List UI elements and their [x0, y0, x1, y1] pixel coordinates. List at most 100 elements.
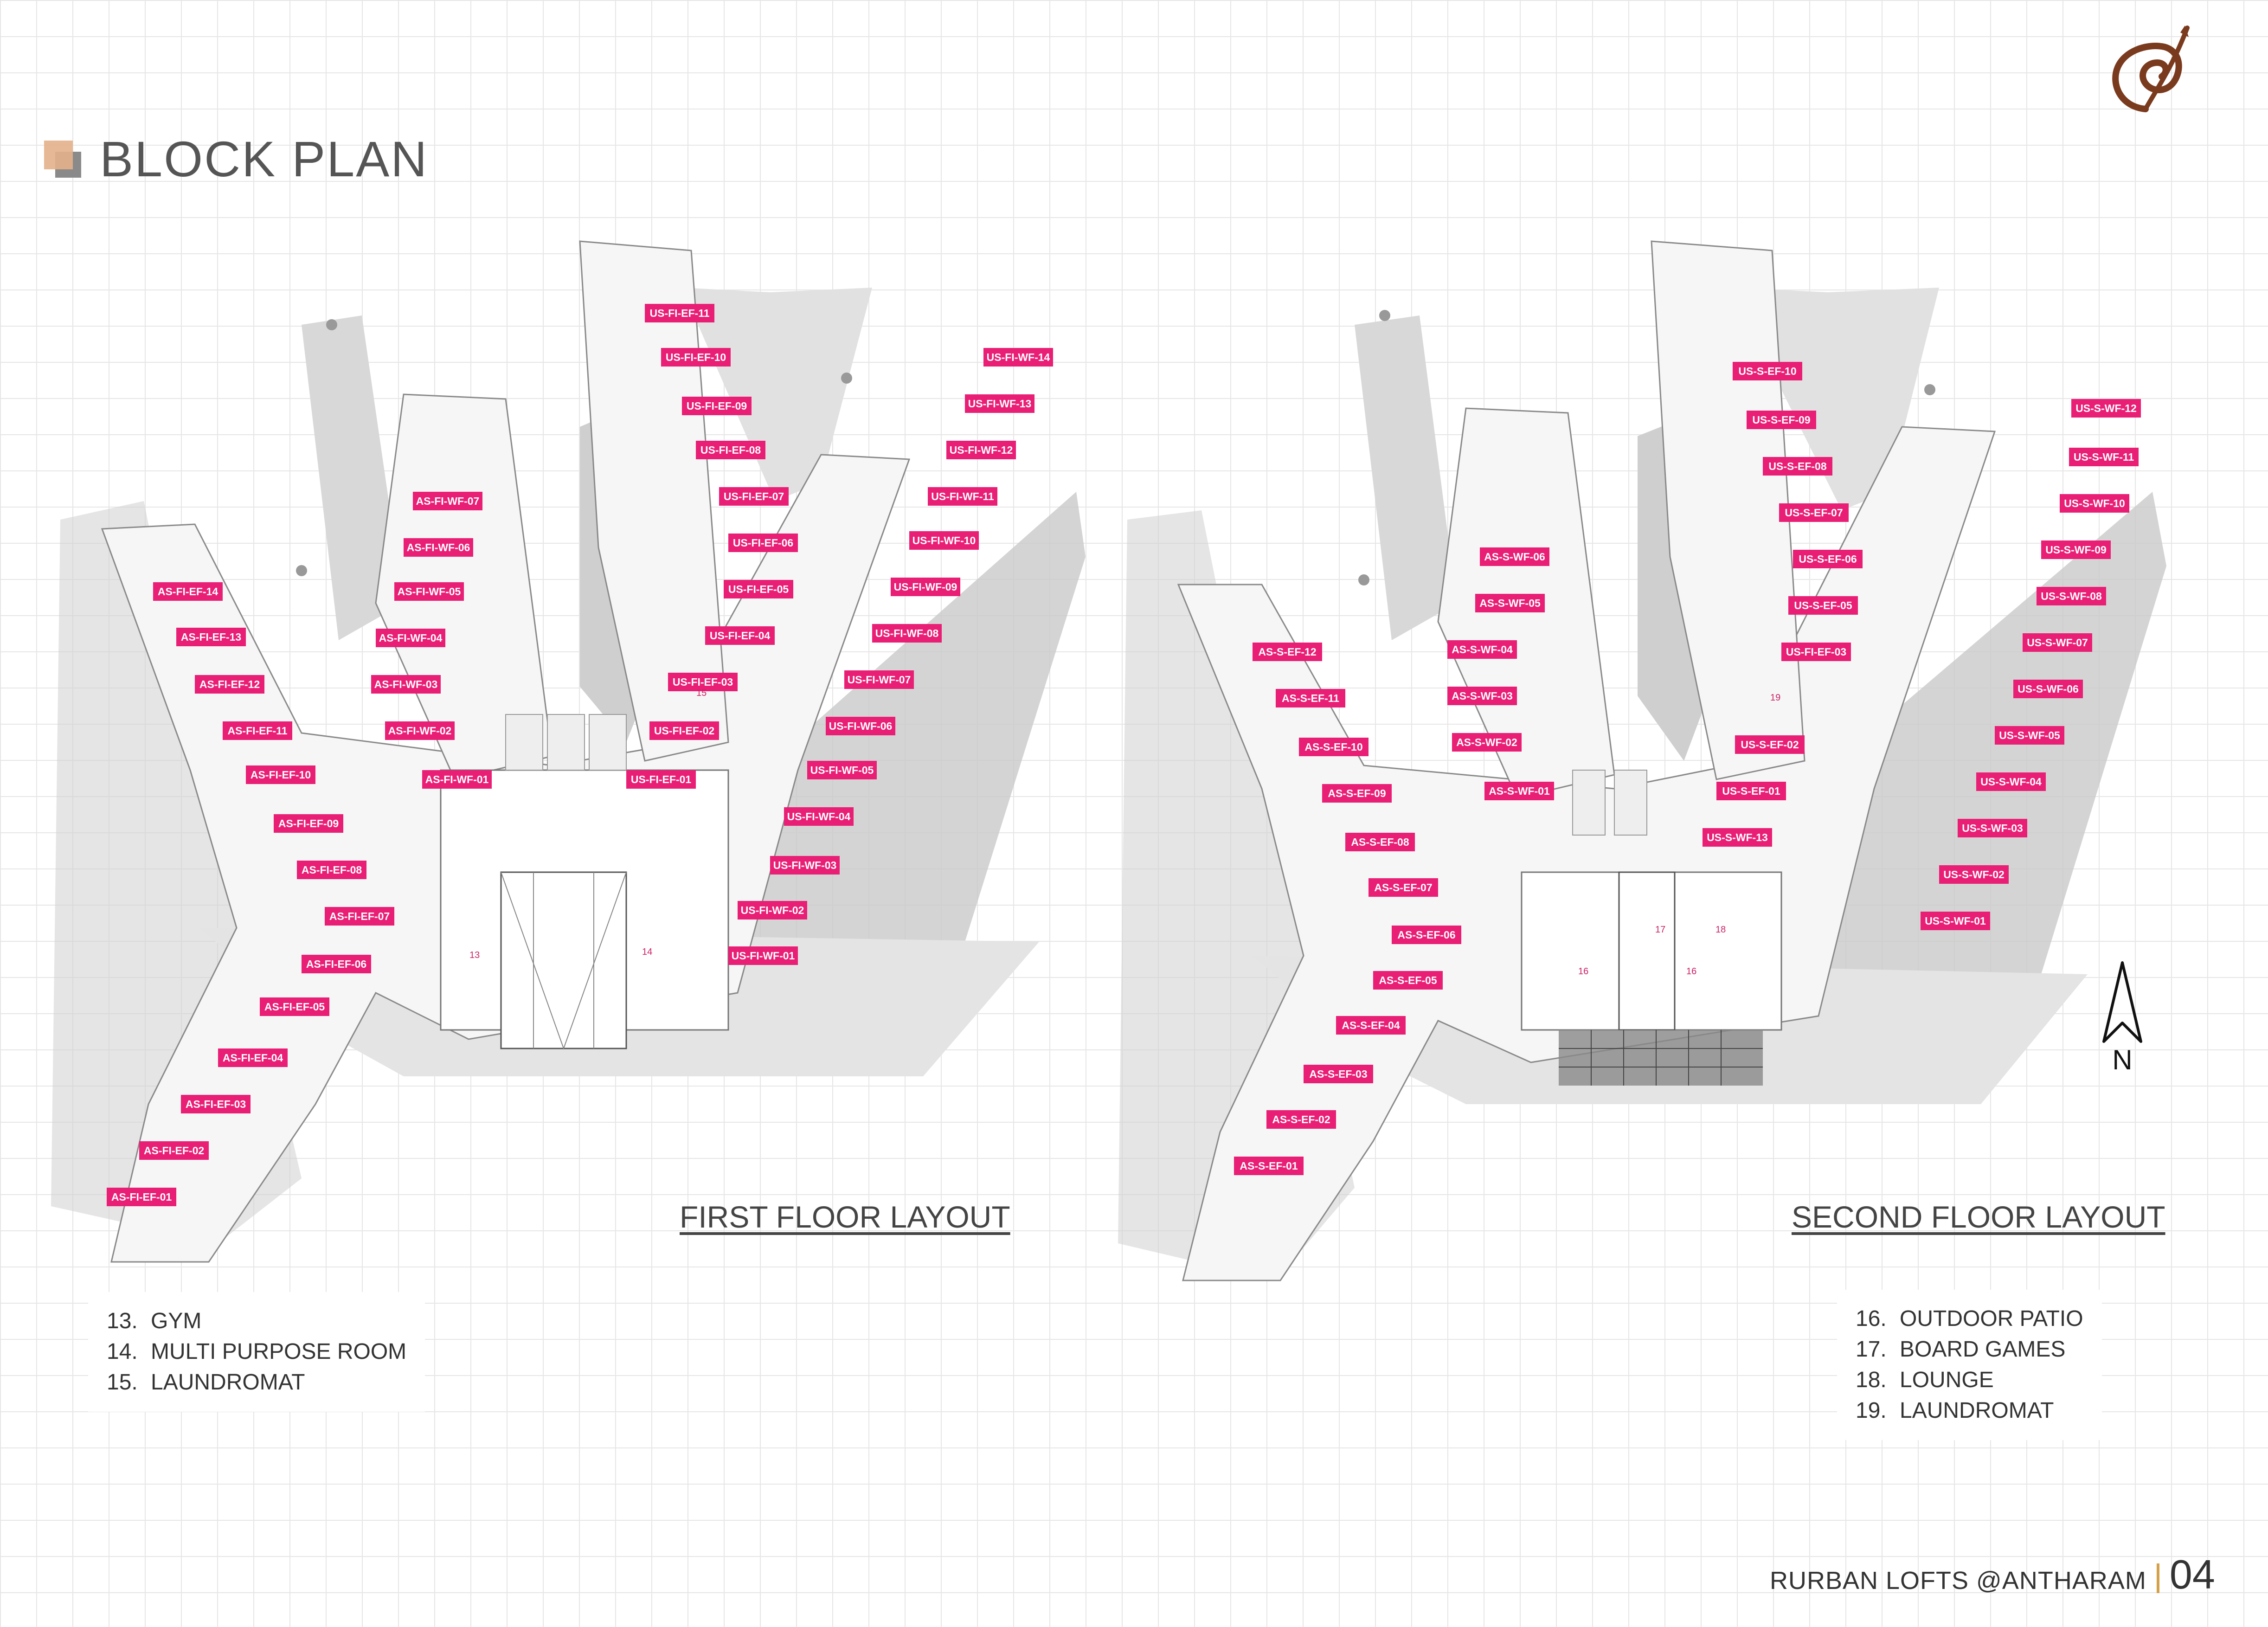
unit-tag-label: US-FI-EF-03	[673, 676, 733, 688]
unit-tag-label: AS-FI-WF-03	[374, 678, 438, 690]
unit-tag-label: US-FI-WF-05	[810, 764, 874, 776]
first-floor-legend: 13.GYM 14.MULTI PURPOSE ROOM 15.LAUNDROM…	[88, 1292, 425, 1412]
unit-tag-background	[422, 770, 492, 789]
unit-tag-label: US-FI-EF-03	[1786, 646, 1846, 658]
legend-number: 15.	[107, 1370, 138, 1395]
unit-tag-background	[1336, 1016, 1406, 1035]
unit-tag-label: AS-FI-WF-06	[407, 541, 470, 553]
brand-logo-icon	[2112, 26, 2190, 112]
footer-divider	[2156, 1563, 2159, 1593]
legend-number: 13.	[107, 1309, 138, 1333]
legend-item: 15. LAUNDROMAT	[107, 1367, 406, 1398]
unit-tag-background	[645, 304, 714, 322]
unit-tag-background	[1345, 833, 1415, 851]
second-floor-legend: 16.OUTDOOR PATIO 17.BOARD GAMES 18.LOUNG…	[1837, 1290, 2102, 1440]
unit-tag-background	[1392, 926, 1461, 944]
unit-tag-label: US-S-WF-06	[2017, 683, 2079, 695]
room-number-label: 18	[1715, 925, 1726, 935]
unit-tag-label: AS-S-EF-06	[1397, 929, 1455, 941]
unit-tag-label: AS-S-WF-04	[1452, 643, 1513, 656]
unit-tag-background	[1452, 733, 1522, 752]
unit-tag-label: US-FI-WF-06	[829, 720, 893, 732]
unit-tag-label: AS-FI-WF-01	[425, 773, 489, 785]
legend-label: LAUNDROMAT	[151, 1370, 305, 1395]
north-label: N	[2112, 1044, 2132, 1074]
unit-tag-label: US-FI-WF-10	[912, 534, 976, 547]
legend-number: 16.	[1856, 1306, 1887, 1331]
unit-tag-label: AS-S-EF-02	[1272, 1113, 1330, 1125]
unit-tag-label: AS-S-WF-06	[1484, 551, 1545, 563]
unit-tag-background	[1369, 878, 1438, 897]
legend-label: GYM	[151, 1309, 202, 1333]
unit-tag-label: AS-S-WF-02	[1456, 736, 1517, 748]
unit-tag-label: AS-S-WF-05	[1479, 597, 1541, 609]
unit-tag-label: US-S-WF-11	[2074, 451, 2134, 463]
unit-tag-background	[946, 441, 1016, 459]
unit-tag-label: US-S-WF-10	[2064, 497, 2125, 509]
unit-tag-label: US-FI-WF-14	[987, 351, 1050, 363]
unit-tag-background	[1703, 828, 1772, 847]
north-arrow-icon: N	[2102, 961, 2142, 1074]
unit-tag-label: AS-FI-EF-10	[251, 769, 311, 781]
unit-tag-background	[394, 582, 464, 601]
unit-tag-label: US-FI-WF-07	[848, 674, 911, 686]
project-name: RURBAN LOFTS @ANTHARAM	[1770, 1567, 2146, 1595]
unit-tag-label: AS-FI-EF-12	[199, 678, 260, 690]
unit-tag-label: AS-S-EF-10	[1304, 741, 1362, 753]
unit-tag-label: US-FI-EF-10	[666, 351, 726, 363]
title-accent-square	[44, 140, 81, 178]
unit-tag-background	[2041, 540, 2111, 559]
unit-tag-label: US-S-WF-04	[1980, 776, 2042, 788]
unit-tag-label: US-S-WF-12	[2075, 402, 2137, 414]
unit-tag-background	[1763, 457, 1832, 476]
unit-tag-background	[195, 675, 264, 694]
unit-tag-label: AS-FI-EF-13	[181, 631, 241, 643]
page-number: 04	[2169, 1551, 2215, 1597]
unit-tag-label: AS-FI-WF-04	[379, 632, 443, 644]
unit-tag-background	[1733, 362, 1802, 380]
unit-tag-label: US-FI-EF-04	[710, 630, 771, 642]
unit-tag-background	[661, 348, 731, 367]
room-number-label: 15	[696, 688, 707, 698]
unit-tag-label: US-FI-WF-09	[894, 581, 957, 593]
legend-item: 18.LOUNGE	[1856, 1365, 2083, 1395]
unit-tag-label: US-FI-EF-01	[631, 773, 692, 785]
legend-number: 18.	[1856, 1368, 1887, 1392]
unit-tag-background	[649, 721, 719, 740]
unit-tag-background	[1747, 411, 1816, 429]
unit-tag-label: US-S-EF-06	[1799, 553, 1857, 565]
unit-tag-label: US-FI-WF-08	[875, 627, 939, 639]
unit-tag-background	[1735, 735, 1805, 754]
unit-tag-background	[909, 531, 979, 550]
unit-tag-label: US-S-WF-01	[1925, 915, 1986, 927]
unit-tag-background	[1779, 503, 1849, 522]
unit-tag-label: US-S-EF-01	[1722, 785, 1780, 797]
room-number-label: 14	[642, 947, 652, 957]
unit-tag-label: AS-FI-EF-01	[111, 1191, 172, 1203]
unit-tag-label: US-FI-EF-09	[687, 400, 747, 412]
unit-tag-background	[1276, 689, 1345, 707]
unit-tag-label: AS-S-EF-05	[1379, 974, 1437, 986]
unit-tag-background	[260, 997, 329, 1016]
unit-tag-background	[2071, 399, 2141, 418]
unit-tag-label: US-FI-WF-03	[773, 859, 837, 871]
unit-tag-label: US-FI-WF-02	[741, 904, 804, 916]
unit-tag-background	[1793, 550, 1863, 568]
unit-tag-background	[274, 814, 343, 833]
unit-tag-label: US-S-EF-08	[1768, 460, 1826, 472]
unit-tag-background	[176, 628, 246, 646]
unit-tag-label: US-FI-WF-11	[931, 490, 994, 502]
unit-tag-background	[1447, 640, 1517, 659]
unit-tag-background	[719, 487, 789, 506]
room-number-label: 13	[469, 950, 480, 960]
unit-tag-background	[1253, 643, 1322, 661]
unit-tag-label: AS-FI-EF-14	[158, 585, 218, 598]
unit-tag-label: AS-FI-EF-07	[329, 910, 390, 922]
unit-tag-background	[107, 1188, 176, 1206]
unit-tag-label: US-S-WF-13	[1707, 831, 1768, 843]
unit-tag-background	[784, 807, 854, 826]
unit-tag-label: AS-FI-EF-11	[227, 725, 287, 737]
unit-tag-background	[139, 1141, 209, 1160]
unit-tag-label: US-S-EF-05	[1794, 599, 1852, 611]
